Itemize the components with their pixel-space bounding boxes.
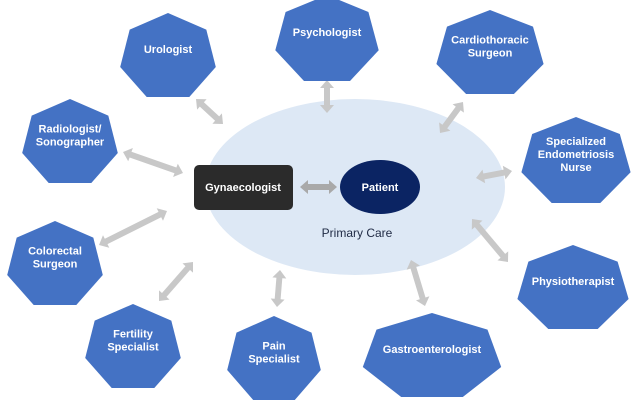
patient-label: Patient xyxy=(362,182,399,194)
specialist-label: Nurse xyxy=(560,162,591,174)
specialist-label: Specialist xyxy=(248,354,300,366)
gynaecologist-label: Gynaecologist xyxy=(205,182,281,194)
heptagon-shape xyxy=(22,99,118,183)
heptagon-shape xyxy=(362,313,502,397)
heptagon-shape xyxy=(120,13,216,97)
specialist-node-radiologist-sonographer: Radiologist/Sonographer xyxy=(22,99,118,183)
heptagon-shape xyxy=(521,117,631,203)
specialist-label: Specialist xyxy=(107,342,159,354)
arrows-group xyxy=(99,80,512,307)
specialist-label: Gastroenterologist xyxy=(383,344,482,356)
specialist-label: Colorectal xyxy=(28,246,82,258)
specialist-label: Cardiothoracic xyxy=(451,35,529,47)
heptagon-shape xyxy=(517,245,629,329)
heptagon-shape xyxy=(275,0,379,81)
double-arrow xyxy=(159,262,193,301)
double-arrow xyxy=(476,165,512,184)
double-arrow xyxy=(123,148,183,177)
specialist-node-psychologist: Psychologist xyxy=(275,0,379,81)
double-arrow xyxy=(406,260,430,306)
specialist-node-gastroenterologist: Gastroenterologist xyxy=(362,313,502,397)
specialist-label: Radiologist/ xyxy=(39,124,102,136)
specialist-node-physiotherapist: Physiotherapist xyxy=(517,245,629,329)
double-arrow xyxy=(439,102,464,133)
gynaecologist-box xyxy=(194,165,293,210)
double-arrow xyxy=(300,180,337,194)
specialist-label: Surgeon xyxy=(33,259,78,271)
specialist-label: Physiotherapist xyxy=(532,276,615,288)
specialist-label: Surgeon xyxy=(468,48,513,60)
specialist-label: Pain xyxy=(262,341,286,353)
specialist-label: Fertility xyxy=(113,329,154,341)
double-arrow xyxy=(196,99,223,124)
specialist-label: Sonographer xyxy=(36,137,105,149)
heptagon-shape xyxy=(7,221,103,305)
heptagon-shape xyxy=(436,10,544,94)
specialist-nodes: UrologistPsychologistCardiothoracicSurge… xyxy=(7,0,631,400)
primary-care-label: Primary Care xyxy=(322,226,393,240)
specialist-label: Psychologist xyxy=(293,27,362,39)
heptagon-shape xyxy=(227,316,321,400)
patient-node xyxy=(340,160,420,214)
double-arrow xyxy=(471,219,509,262)
specialist-label: Urologist xyxy=(144,44,193,56)
double-arrow xyxy=(320,80,334,113)
double-arrow xyxy=(270,270,287,307)
specialist-label: Endometriosis xyxy=(538,149,614,161)
double-arrow xyxy=(99,208,167,248)
specialist-label: Specialized xyxy=(546,136,606,148)
heptagon-shape xyxy=(85,304,181,388)
specialist-node-urologist: Urologist xyxy=(120,13,216,97)
